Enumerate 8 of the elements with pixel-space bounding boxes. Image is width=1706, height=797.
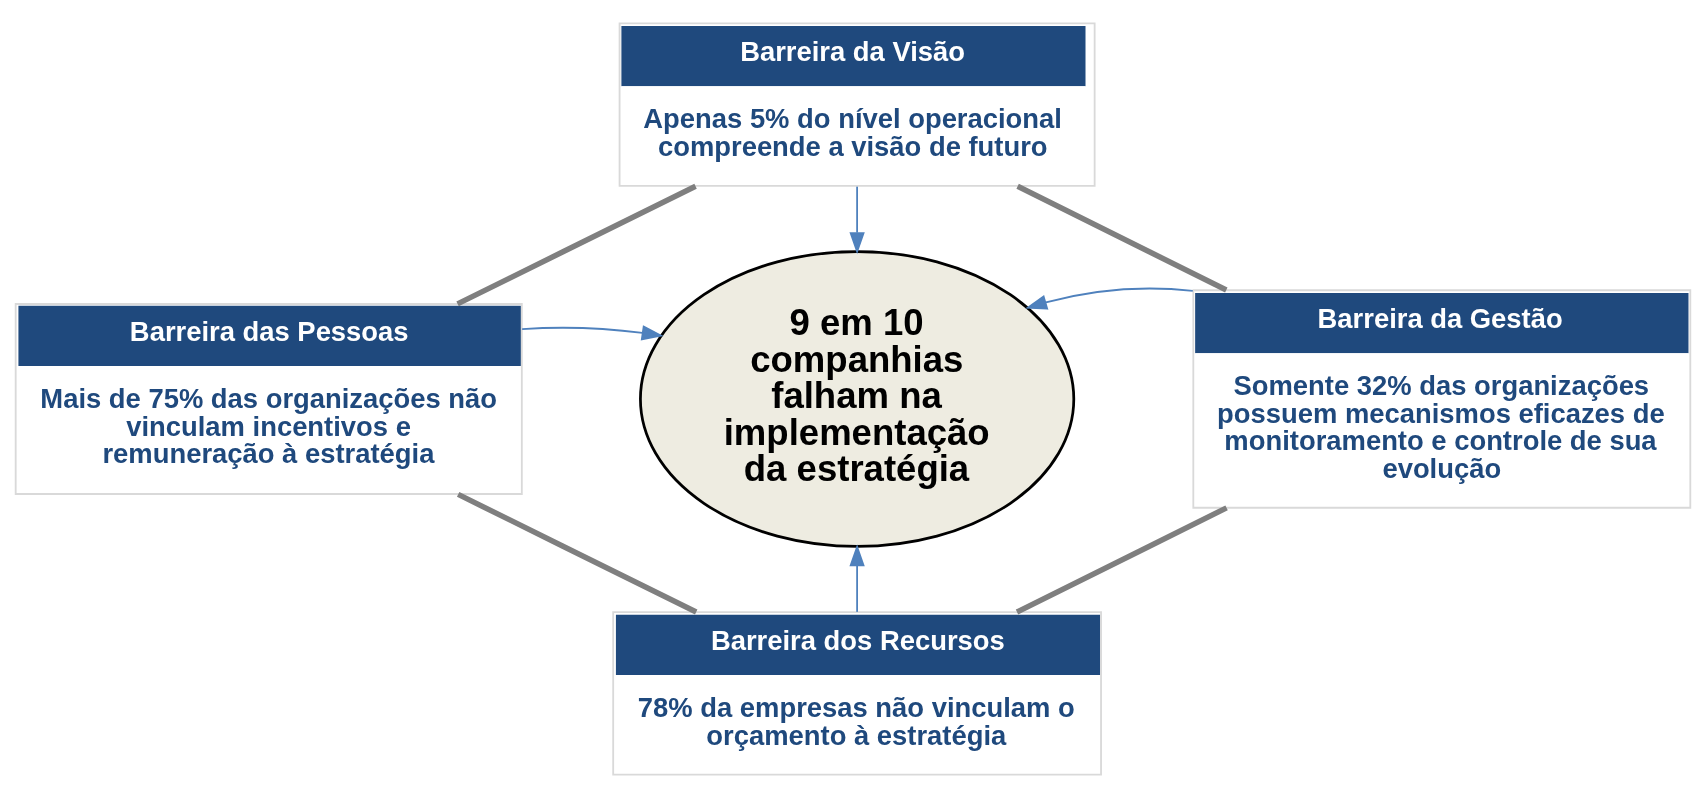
arrow bbox=[849, 185, 865, 254]
arrow bbox=[521, 324, 664, 340]
connector bbox=[1016, 183, 1228, 292]
arrow bbox=[849, 543, 865, 613]
connector bbox=[456, 183, 697, 306]
connector bbox=[1015, 504, 1228, 614]
connector bbox=[456, 491, 698, 614]
arrow bbox=[1025, 287, 1194, 310]
